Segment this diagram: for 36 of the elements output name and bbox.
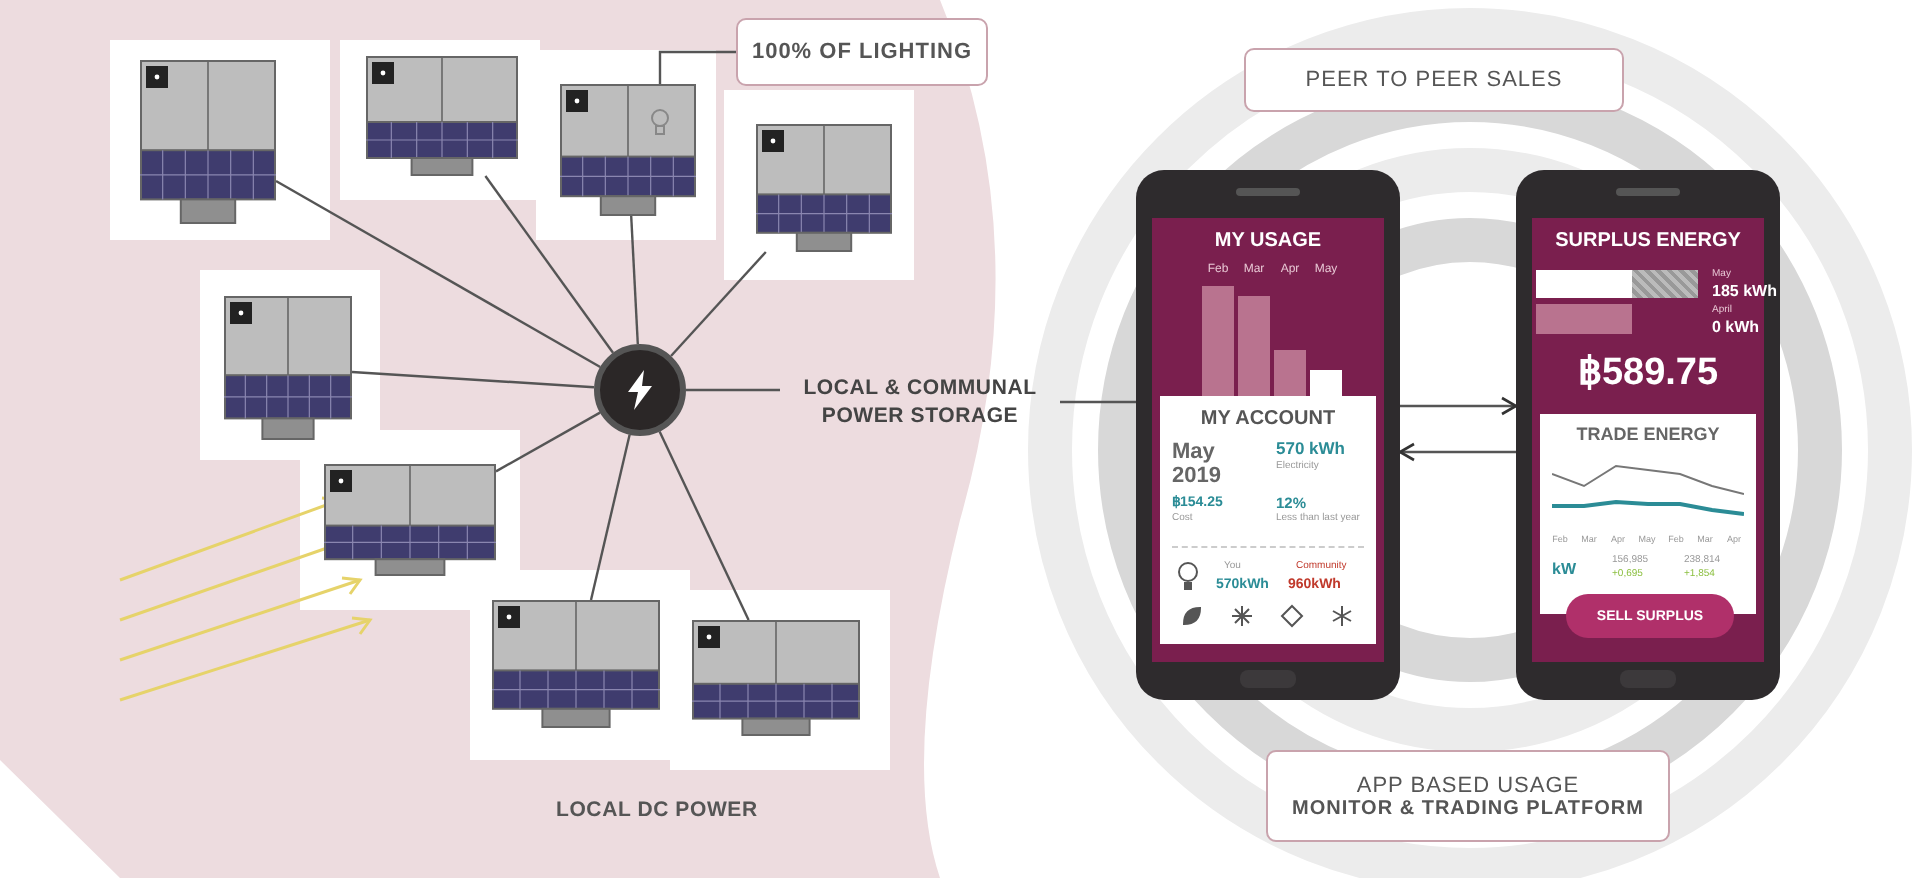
- arrow: [1398, 442, 1516, 462]
- callout-text: PEER TO PEER SALES: [1305, 68, 1563, 92]
- screen-heading: SURPLUS ENERGY: [1553, 230, 1743, 252]
- connector-line: [589, 434, 631, 601]
- smartphone: [1516, 170, 1780, 700]
- price-text: ฿589.75: [1575, 354, 1721, 396]
- callout-text: APP BASED USAGE: [1356, 773, 1580, 797]
- area-label: LOCAL DC POWER: [556, 800, 758, 824]
- date-text: May 2019: [1172, 440, 1223, 489]
- connector-line: [1060, 400, 1136, 404]
- callout-box: [1266, 750, 1670, 842]
- card-heading: MY ACCOUNT: [1198, 408, 1338, 430]
- callout-box: [1244, 48, 1624, 112]
- account-card: [1160, 396, 1376, 644]
- screen-heading: MY USAGE: [1212, 230, 1324, 252]
- connector-line: [670, 251, 767, 357]
- arrow: [1400, 396, 1518, 416]
- storage-label: LOCAL & COMMUNAL POWER STORAGE: [780, 368, 1060, 436]
- value-text: 185 kWh: [1712, 284, 1777, 302]
- trade-card: [1540, 414, 1756, 614]
- smartphone: [1136, 170, 1400, 700]
- card-heading: TRADE ENERGY: [1574, 426, 1722, 446]
- callout-subtext: MONITOR & TRADING PLATFORM: [1292, 797, 1644, 819]
- callout-text: 100% OF LIGHTING: [751, 40, 973, 64]
- connector-line: [658, 431, 750, 621]
- connector-line: [495, 411, 601, 473]
- connector-line: [275, 179, 601, 369]
- connector-line: [484, 175, 614, 354]
- leader-line: [658, 50, 736, 84]
- value-text: 570 kWh: [1276, 440, 1345, 459]
- connector-line: [630, 215, 639, 345]
- callout-box: [736, 18, 988, 86]
- connector-line: [351, 370, 595, 389]
- value-text: 0 kWh: [1712, 320, 1760, 338]
- connector-line: [686, 388, 780, 392]
- unit-label: kW: [1552, 562, 1576, 580]
